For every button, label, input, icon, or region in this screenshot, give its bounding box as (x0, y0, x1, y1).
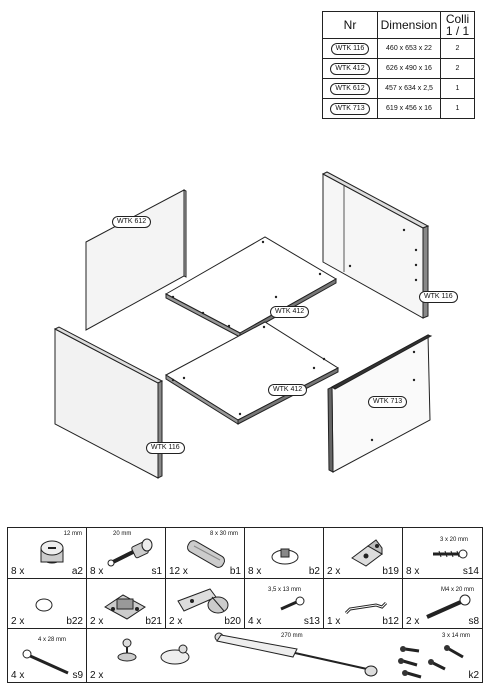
part-number: WTK 116 (330, 42, 370, 55)
table-row: WTK 713 619 x 456 x 16 1 (322, 98, 475, 119)
part-colli: 1 (440, 98, 475, 119)
panel-label-door: WTK 713 (368, 396, 408, 408)
parts-table: Nr Dimension Colli 1 / 1 WTK 116 460 x 6… (322, 11, 475, 119)
gas-strut-kit-icon (117, 632, 464, 679)
handle-icon (344, 601, 388, 615)
hardware-grid: 12 mm 8 x a2 20 mm 8 x s1 8 x 30 mm 12 x… (7, 527, 483, 683)
panel-label-top-shelf: WTK 412 (270, 306, 310, 318)
panel-label-bottom-shelf: WTK 412 (268, 384, 308, 396)
hardware-cell-b12: 1 x b12 (323, 578, 403, 629)
hardware-cell-s1: 20 mm 8 x s1 (86, 527, 166, 579)
right-side-panel (322, 173, 424, 319)
panel-label-right-side: WTK 116 (419, 291, 458, 303)
panel-label-back: WTK 612 (112, 216, 152, 228)
shelf-pin-icon (271, 548, 299, 565)
table-row: WTK 116 460 x 653 x 22 2 (322, 38, 475, 59)
hardware-cell-s8: M4 x 20 mm 2 x s8 (402, 578, 483, 629)
hardware-cell-b21: 2 x b21 (86, 578, 166, 629)
table-row: WTK 612 457 x 634 x 2,5 1 (322, 78, 475, 99)
panel-label-left-side: WTK 116 (146, 442, 185, 454)
part-number: WTK 412 (330, 62, 370, 75)
table-row: WTK 412 626 x 490 x 16 2 (322, 58, 475, 79)
part-number: WTK 713 (330, 102, 370, 115)
hardware-cell-k2: 270 mm 3 x 14 mm 2 x k2 (86, 628, 483, 683)
part-number: WTK 612 (330, 82, 370, 95)
dowel-icon (187, 540, 225, 568)
cover-cap-icon (35, 598, 53, 612)
hardware-cell-s9: 4 x 28 mm 4 x s9 (7, 628, 87, 683)
bottom-shelf (165, 321, 340, 421)
hardware-cell-s14: 3 x 20 mm 8 x s14 (402, 527, 483, 579)
hinge-icon (177, 588, 229, 614)
bolt-icon (426, 594, 471, 619)
hardware-cell-b20: 2 x b20 (165, 578, 245, 629)
hardware-cell-b19: 2 x b19 (323, 527, 403, 579)
screw-icon (433, 549, 468, 559)
top-shelf (164, 236, 338, 334)
cam-bolt-icon (107, 538, 153, 567)
exploded-assembly-drawing (53, 171, 433, 479)
header-nr: Nr (322, 11, 378, 39)
hardware-cell-s13: 3,5 x 13 mm 4 x s13 (244, 578, 324, 629)
header-dimension: Dimension (377, 11, 441, 39)
part-dimension: 619 x 456 x 16 (377, 98, 441, 119)
drill-holes (171, 228, 418, 442)
hardware-cell-b2: 8 x b2 (244, 527, 324, 579)
back-panel (85, 189, 185, 331)
hardware-cell-b22: 2 x b22 (7, 578, 87, 629)
hardware-cell-a2: 12 mm 8 x a2 (7, 527, 87, 579)
hinge-plate-icon (104, 594, 146, 620)
hardware-cell-b1: 8 x 30 mm 12 x b1 (165, 527, 245, 579)
short-screw-icon (280, 596, 305, 611)
bracket-icon (351, 539, 383, 567)
long-screw-icon (22, 649, 69, 675)
cam-lock-icon (40, 540, 64, 564)
